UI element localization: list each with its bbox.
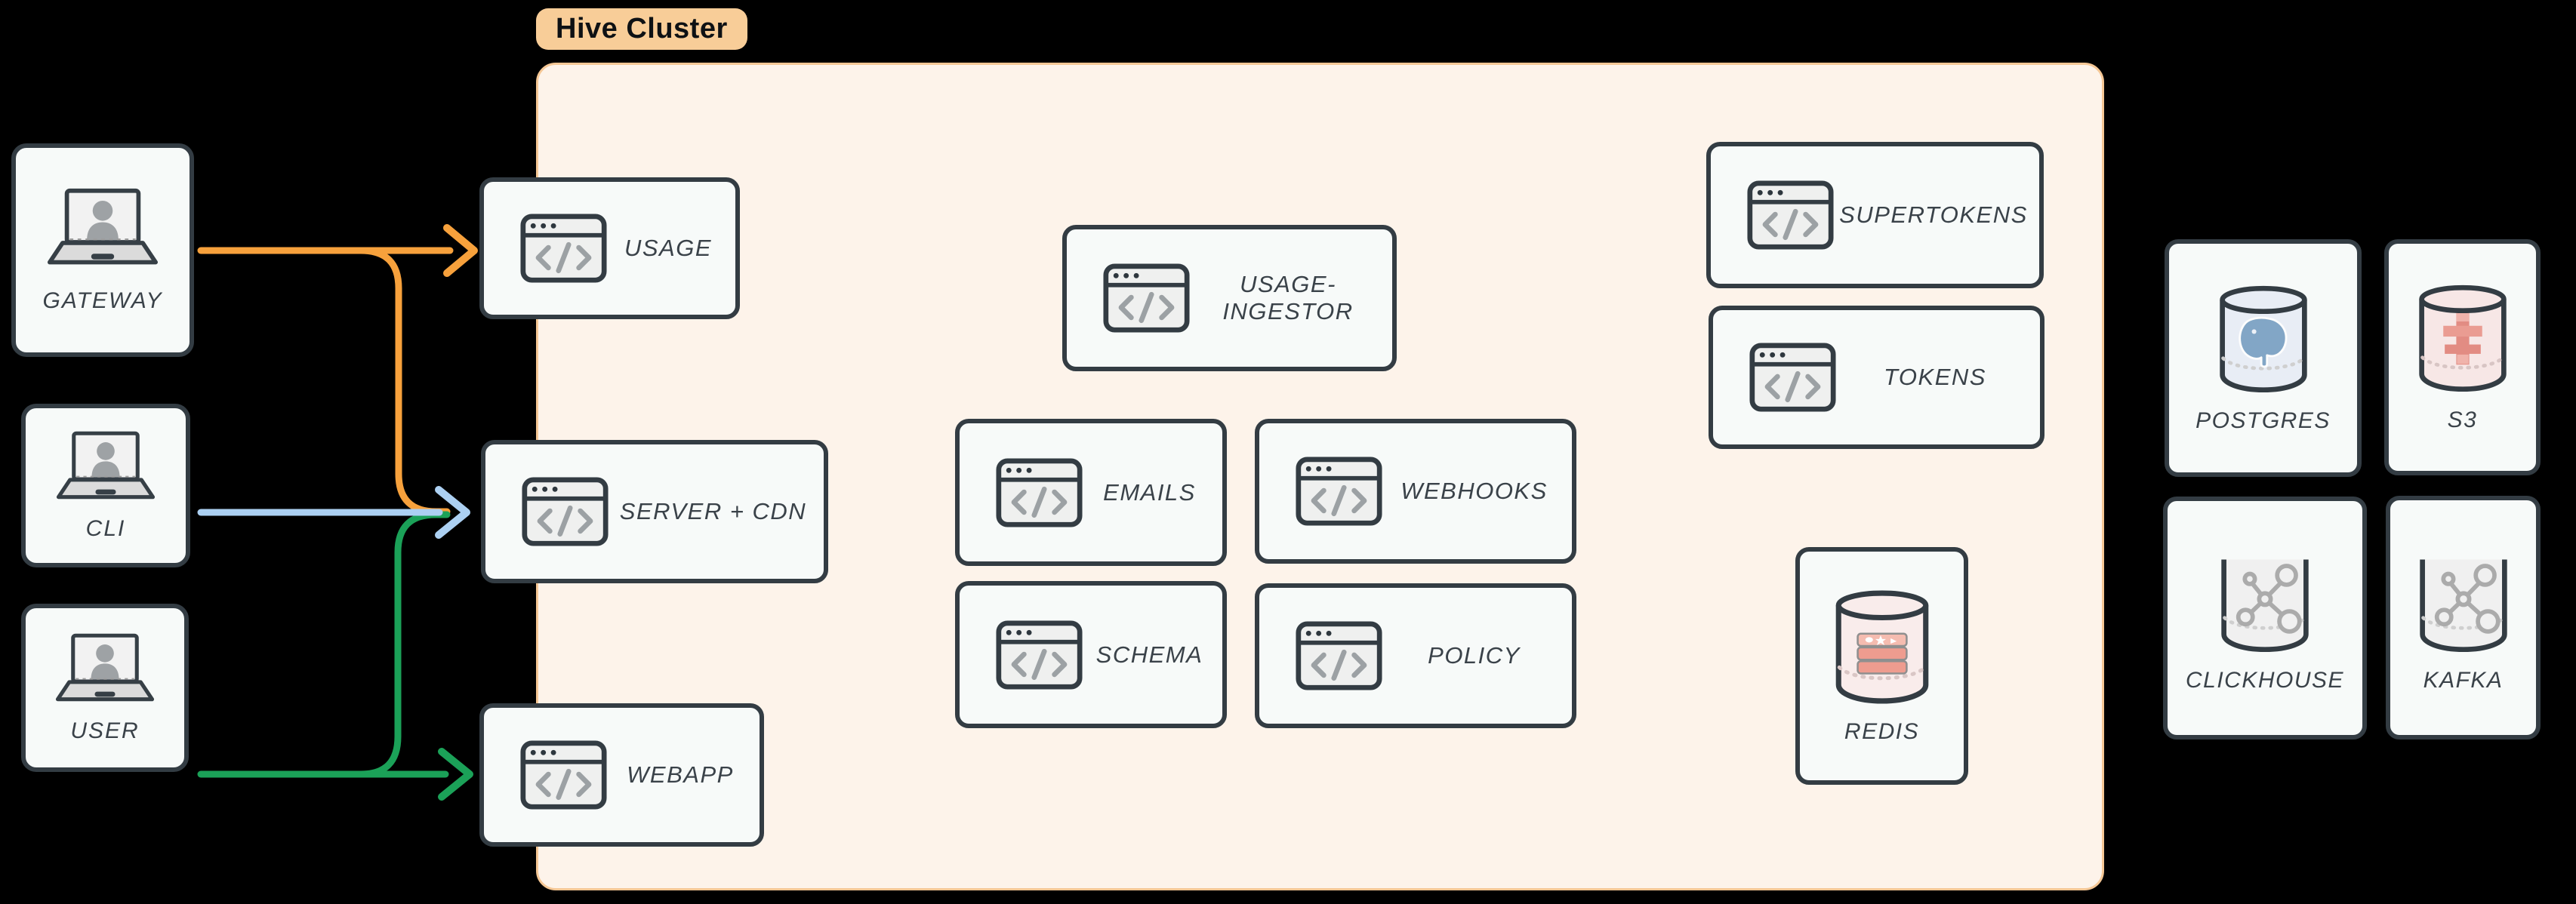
client-node-cli[interactable]: CLI xyxy=(21,404,190,567)
external-label-s3: S3 xyxy=(2447,407,2478,432)
code-window-icon xyxy=(996,620,1083,690)
service-node-supertokens[interactable]: SUPERTOKENS xyxy=(1706,142,2044,288)
service-label-usage-ingestor: USAGE-INGESTOR xyxy=(1222,271,1354,324)
clickhouse-db-icon xyxy=(2218,543,2312,653)
service-node-emails[interactable]: EMAILS xyxy=(955,419,1227,566)
edge-user-webapp-arrowhead xyxy=(438,748,473,801)
service-label-policy: POLICY xyxy=(1428,642,1521,669)
laptop-user-icon xyxy=(54,632,156,706)
laptop-user-icon xyxy=(54,430,157,504)
code-window-icon xyxy=(520,740,607,810)
client-label-gateway: GATEWAY xyxy=(42,287,163,313)
service-label-emails: EMAILS xyxy=(1103,478,1196,506)
edge-gateway-server-cdn xyxy=(357,247,451,515)
hive-cluster-badge-label: Hive Cluster xyxy=(556,13,728,45)
s3-db-icon xyxy=(2416,282,2510,392)
datastore-label-redis: REDIS xyxy=(1844,718,1920,744)
code-window-icon xyxy=(522,477,609,546)
hive-cluster-badge: Hive Cluster xyxy=(536,8,747,50)
service-node-schema[interactable]: SCHEMA xyxy=(955,581,1227,728)
external-node-postgres[interactable]: POSTGRES xyxy=(2165,239,2362,477)
external-node-kafka[interactable]: KAFKA xyxy=(2386,496,2541,739)
code-window-icon xyxy=(1103,263,1190,333)
code-window-icon xyxy=(520,214,607,283)
external-label-kafka: KAFKA xyxy=(2423,667,2504,693)
client-node-gateway[interactable]: GATEWAY xyxy=(11,143,194,357)
edge-cli-server-cdn-arrowhead xyxy=(435,486,470,539)
code-window-icon xyxy=(1296,621,1382,690)
code-window-icon xyxy=(1747,180,1834,250)
postgres-db-icon xyxy=(2217,283,2310,393)
service-node-webhooks[interactable]: WEBHOOKS xyxy=(1255,419,1576,564)
external-label-clickhouse: CLICKHOUSE xyxy=(2185,668,2345,693)
client-label-cli: CLI xyxy=(85,515,126,541)
service-node-usage[interactable]: USAGE xyxy=(479,177,740,319)
service-label-webapp: WEBAPP xyxy=(627,761,734,788)
external-node-clickhouse[interactable]: CLICKHOUSE xyxy=(2163,497,2367,739)
laptop-user-icon xyxy=(45,187,160,270)
redis-db-icon xyxy=(1832,588,1932,704)
service-label-supertokens: SUPERTOKENS xyxy=(1839,201,2028,228)
service-node-tokens[interactable]: TOKENS xyxy=(1709,306,2044,449)
service-node-policy[interactable]: POLICY xyxy=(1255,583,1576,728)
code-window-icon xyxy=(1749,343,1836,412)
service-node-webapp[interactable]: WEBAPP xyxy=(479,703,764,847)
service-node-usage-ingestor[interactable]: USAGE-INGESTOR xyxy=(1062,225,1397,371)
external-node-s3[interactable]: S3 xyxy=(2384,239,2541,475)
external-label-postgres: POSTGRES xyxy=(2195,407,2331,433)
client-label-user: USER xyxy=(70,718,140,743)
code-window-icon xyxy=(996,458,1083,527)
service-label-webhooks: WEBHOOKS xyxy=(1400,478,1548,504)
code-window-icon xyxy=(1296,457,1382,526)
client-node-user[interactable]: USER xyxy=(21,604,189,772)
datastore-node-redis[interactable]: REDIS xyxy=(1795,547,1968,785)
edge-user-server-cdn xyxy=(357,511,451,778)
service-label-schema: SCHEMA xyxy=(1095,641,1203,668)
service-label-tokens: TOKENS xyxy=(1884,364,1986,390)
kafka-db-icon xyxy=(2417,543,2510,653)
service-node-server-cdn[interactable]: SERVER + CDN xyxy=(481,440,828,583)
service-label-usage: USAGE xyxy=(624,235,713,261)
edge-gateway-usage-arrowhead xyxy=(443,224,478,277)
service-label-server-cdn: SERVER + CDN xyxy=(619,498,807,524)
